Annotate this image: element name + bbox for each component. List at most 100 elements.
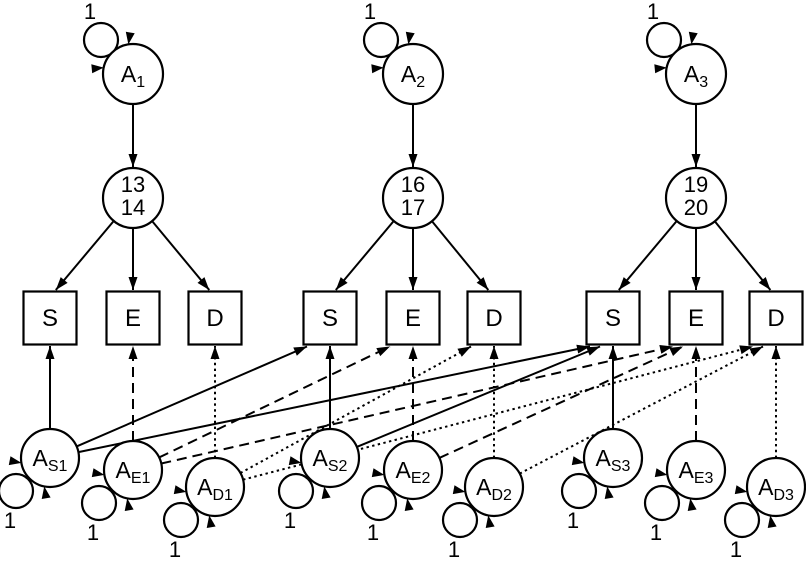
indicator-box-D1 <box>187 290 243 346</box>
loop-arrowhead-icon <box>321 486 331 499</box>
loop-arrowhead-icon <box>206 515 216 528</box>
indicator-box-S1 <box>22 290 78 346</box>
path-M1-S1 <box>55 220 115 291</box>
loop-arrowhead-icon <box>571 456 585 466</box>
nodes <box>19 42 806 518</box>
loop-arrowhead-icon <box>404 498 414 511</box>
loop-arrowhead-icon <box>371 468 385 478</box>
factor-node-AS1 <box>19 427 81 489</box>
path-M3-D3 <box>714 220 772 291</box>
indicator-label-E1: E <box>125 305 141 332</box>
indicator-box-E1 <box>105 290 161 346</box>
loop-arrowhead-icon <box>767 515 777 528</box>
factor-label-M3-line1: 19 <box>684 172 708 197</box>
factor-label-M1-line1: 13 <box>121 172 145 197</box>
factor-label-AE2: AE2 <box>396 457 431 487</box>
factor-node-AE2 <box>382 439 444 501</box>
loop-arrowhead-icon <box>405 31 415 45</box>
indicator-label-D2: D <box>485 305 502 332</box>
factor-node-M2 <box>381 166 445 230</box>
indicator-box-E3 <box>668 290 724 346</box>
loop-label-AD1: 1 <box>169 537 181 562</box>
loop-arrowhead-icon <box>687 498 697 511</box>
factor-node-A2 <box>381 42 445 106</box>
loop-arrowheads <box>8 31 777 528</box>
loop-label-A1: 1 <box>84 0 96 24</box>
loop-arrowhead-icon <box>734 485 748 495</box>
factor-label-M1-line2: 14 <box>121 195 145 220</box>
path-AE2-E3 <box>438 345 684 459</box>
indicator-label-S1: S <box>42 305 58 332</box>
loop-label-AD2: 1 <box>448 537 460 562</box>
factor-node-AS2 <box>299 427 361 489</box>
variance-loop-AE3 <box>643 484 681 522</box>
factor-label-AD2: AD2 <box>476 474 512 504</box>
loop-label-AD3: 1 <box>730 537 742 562</box>
variance-loops <box>0 21 761 539</box>
path-AS1-S2 <box>76 345 308 448</box>
loop-label-AS1: 1 <box>4 508 16 533</box>
factor-label-AS2: AS2 <box>313 445 348 475</box>
loop-label-AE2: 1 <box>367 520 379 545</box>
factor-label-AE1: AE1 <box>116 457 151 487</box>
factor-label-A2: A2 <box>401 61 425 91</box>
path-M3-S3 <box>618 220 678 291</box>
factor-node-AD1 <box>184 456 246 518</box>
indicator-label-E2: E <box>405 305 421 332</box>
factor-label-AS3: AS3 <box>596 445 631 475</box>
factor-node-M3 <box>664 166 728 230</box>
factor-label-AE3: AE3 <box>679 457 714 487</box>
factor-label-AD3: AD3 <box>758 474 794 504</box>
loop-label-A2: 1 <box>364 0 376 24</box>
variance-loop-AD2 <box>441 501 479 539</box>
loop-arrowhead-icon <box>173 485 187 495</box>
loop-arrowhead-icon <box>654 468 668 478</box>
loop-arrowhead-icon <box>654 64 667 74</box>
factor-node-AD3 <box>745 456 806 518</box>
indicator-label-D1: D <box>206 305 223 332</box>
loop-arrowhead-icon <box>91 64 104 74</box>
factor-label-A1: A1 <box>121 61 145 91</box>
loop-arrowhead-icon <box>371 64 384 74</box>
indicator-label-E3: E <box>688 305 704 332</box>
loop-arrowhead-icon <box>288 456 302 466</box>
factor-label-M3-line2: 20 <box>684 195 708 220</box>
variance-loop-AE1 <box>80 484 118 522</box>
indicator-box-D3 <box>748 290 804 346</box>
indicator-box-D2 <box>466 290 522 346</box>
variance-loop-A2 <box>362 21 400 59</box>
factor-node-A3 <box>664 42 728 106</box>
loop-arrowhead-icon <box>688 31 698 45</box>
loop-label-AE1: 1 <box>87 520 99 545</box>
factor-node-A1 <box>101 42 165 106</box>
indicator-label-S3: S <box>605 305 621 332</box>
factor-label-M2-line1: 16 <box>401 172 425 197</box>
path-AS2-S3 <box>356 345 601 448</box>
loop-arrowhead-icon <box>604 486 614 499</box>
loop-label-AE3: 1 <box>650 520 662 545</box>
indicator-label-S2: S <box>322 305 338 332</box>
variance-loop-AD1 <box>162 501 200 539</box>
loop-arrowhead-icon <box>124 498 134 511</box>
loop-arrowhead-icon <box>8 456 22 466</box>
loop-arrowhead-icon <box>452 485 466 495</box>
loop-arrowhead-icon <box>41 486 51 499</box>
indicator-label-D3: D <box>767 305 784 332</box>
loop-label-AS3: 1 <box>567 508 579 533</box>
loop-arrowhead-icon <box>485 515 495 528</box>
path-AE1-E2 <box>158 345 391 459</box>
factor-label-AS1: AS1 <box>33 445 68 475</box>
factor-node-AE3 <box>665 439 727 501</box>
variance-loop-AS1 <box>0 472 35 510</box>
variance-loop-A3 <box>645 21 683 59</box>
loop-label-A3: 1 <box>647 0 659 24</box>
indicator-box-S3 <box>585 290 641 346</box>
factor-label-M2-line2: 17 <box>401 195 425 220</box>
indicator-box-E2 <box>385 290 441 346</box>
variance-loop-AS2 <box>277 472 315 510</box>
variance-loop-AD3 <box>723 501 761 539</box>
factor-node-M1 <box>101 166 165 230</box>
